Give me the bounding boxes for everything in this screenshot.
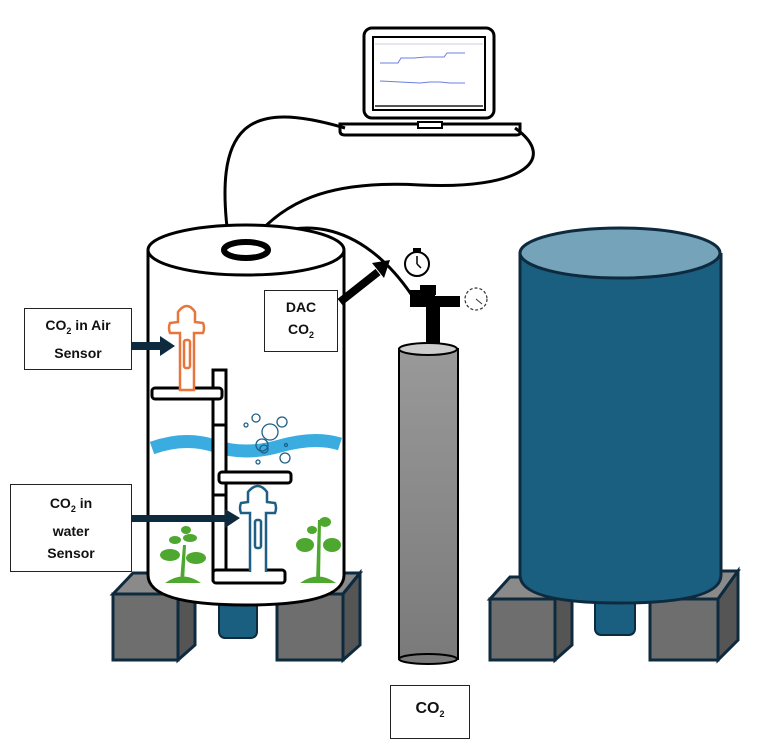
label-text: in — [75, 495, 93, 512]
plant-icon-left — [160, 526, 206, 583]
laptop-icon — [338, 26, 522, 137]
bubbles — [243, 413, 291, 465]
label-subscript: 2 — [439, 709, 445, 720]
label-text: CO — [49, 495, 71, 512]
dac-co2-label: DAC CO2 — [264, 290, 338, 352]
label-subscript: 2 — [70, 503, 76, 514]
label-text: water — [52, 522, 90, 539]
plant-icon-right — [296, 517, 341, 583]
arrow-dac — [337, 260, 390, 306]
co2-cylinder-label: CO2 — [390, 685, 470, 739]
label-text: Sensor — [47, 544, 95, 561]
stopwatch-icon — [404, 248, 430, 277]
water-sensor-icon — [238, 484, 278, 572]
experiment-tank — [146, 223, 346, 607]
air-sensor-icon — [167, 304, 206, 392]
pressure-gauge-icon — [464, 287, 488, 311]
water-surface — [149, 434, 342, 458]
arrow-water-sensor — [120, 509, 240, 528]
laptop-screen-chart — [375, 43, 483, 107]
label-text: Sensor — [54, 344, 102, 361]
sensor-stand — [150, 368, 293, 585]
label-text: CO — [45, 317, 67, 334]
label-text: CO — [415, 700, 440, 718]
label-subscript: 2 — [66, 325, 72, 336]
label-text: DAC — [285, 299, 317, 316]
lid-port — [221, 239, 271, 261]
label-text: CO — [287, 321, 309, 338]
arrow-air-sensor — [120, 336, 175, 356]
storage-tank-right — [486, 226, 741, 664]
label-subscript: 2 — [308, 329, 314, 340]
co2-gas-cylinder — [398, 285, 460, 665]
label-text: in Air — [71, 317, 111, 334]
